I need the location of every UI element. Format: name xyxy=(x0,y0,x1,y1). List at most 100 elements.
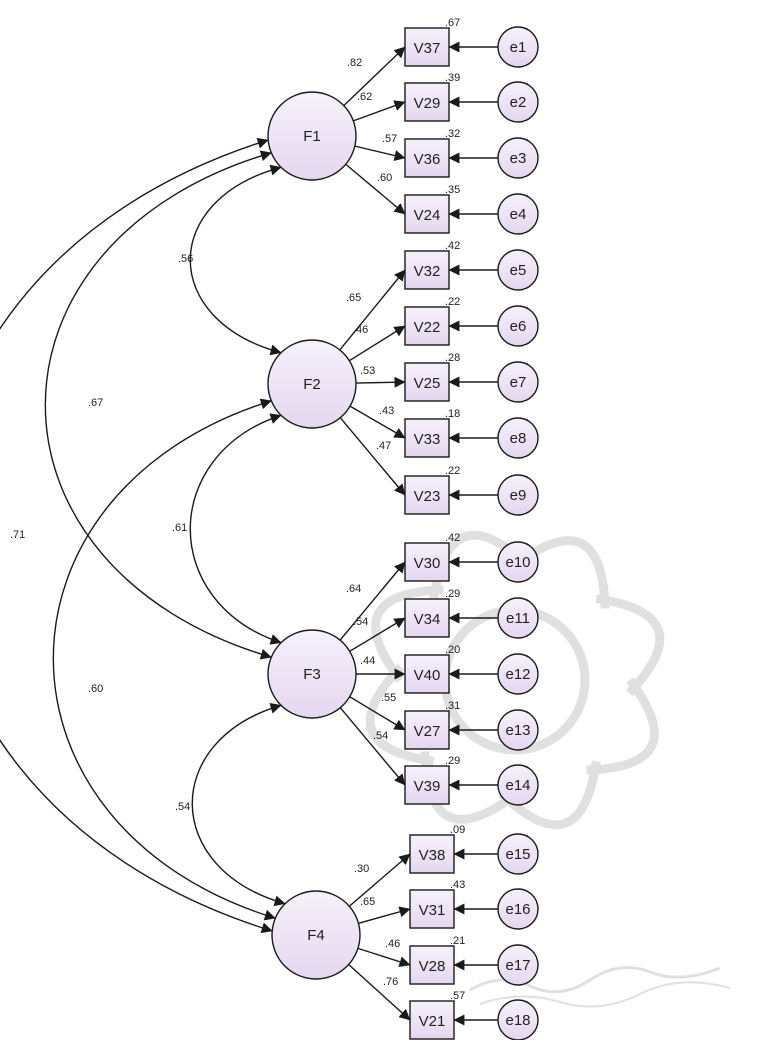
indicator-label: V32 xyxy=(414,263,441,280)
r-squared-value: .22 xyxy=(445,296,460,308)
loading-value: .54 xyxy=(353,616,368,628)
watermark-petal xyxy=(371,585,444,683)
loading-path xyxy=(349,617,406,652)
error-term-circle xyxy=(497,81,539,123)
covariance-value: .60 xyxy=(88,683,103,695)
factor-label: F3 xyxy=(303,666,321,683)
r-squared-value: .29 xyxy=(445,588,460,600)
r-squared-value: .09 xyxy=(450,824,465,836)
error-term-circle xyxy=(497,361,539,403)
indicator-label: V38 xyxy=(419,847,446,864)
indicator-box xyxy=(404,138,450,178)
loading-path xyxy=(357,947,411,968)
loading-value: .65 xyxy=(346,292,361,304)
indicator-label: V22 xyxy=(414,319,441,336)
error-term-circle xyxy=(497,541,539,583)
r-squared-value: .39 xyxy=(445,72,460,84)
loading-value: .44 xyxy=(360,655,375,667)
loading-value: .76 xyxy=(383,976,398,988)
indicator-label: V33 xyxy=(414,431,441,448)
indicator-label: V25 xyxy=(414,375,441,392)
loading-value: .57 xyxy=(382,133,397,145)
factor-label: F1 xyxy=(303,128,321,145)
factor-label: F4 xyxy=(307,927,325,944)
loading-path xyxy=(343,46,406,107)
covariance-value: .71 xyxy=(10,529,25,541)
indicator-box xyxy=(404,362,450,402)
r-squared-value: .32 xyxy=(445,128,460,140)
indicator-box xyxy=(404,306,450,346)
watermark-petal xyxy=(586,677,659,775)
error-term-label: e16 xyxy=(505,901,530,918)
r-squared-value: .35 xyxy=(445,184,460,196)
covariance-layer: .56.61.54.67.60.71 xyxy=(0,137,286,934)
error-term-label: e18 xyxy=(505,1012,530,1029)
error-term-label: e10 xyxy=(505,554,530,571)
indicator-label: V37 xyxy=(414,40,441,57)
indicator-box xyxy=(404,194,450,234)
r-squared-value: .22 xyxy=(445,465,460,477)
latent-factor-f2 xyxy=(267,339,357,429)
error-term-circle xyxy=(497,249,539,291)
watermark-script-stroke xyxy=(479,981,731,1008)
error-term-circle xyxy=(497,26,539,68)
indicator-label: V34 xyxy=(414,611,441,628)
indicator-box xyxy=(404,542,450,582)
loading-path xyxy=(339,561,406,641)
loading-value: .30 xyxy=(354,863,369,875)
loading-value: .46 xyxy=(353,324,368,336)
loading-path xyxy=(355,376,406,388)
covariance-value: .56 xyxy=(178,253,193,265)
error-term-label: e17 xyxy=(505,957,530,974)
loading-value: .46 xyxy=(385,938,400,950)
error-term-label: e15 xyxy=(505,846,530,863)
indicator-label: V36 xyxy=(414,151,441,168)
loading-path xyxy=(348,325,406,362)
watermark-petal xyxy=(498,760,601,830)
error-term-label: e1 xyxy=(510,39,527,56)
error-term-label: e5 xyxy=(510,262,527,279)
error-term-label: e7 xyxy=(510,374,527,391)
error-term-label: e11 xyxy=(506,610,530,627)
covariance-arc-f1-f2 xyxy=(189,164,282,356)
indicator-box xyxy=(409,945,455,985)
indicator-box xyxy=(404,765,450,805)
loading-path-layer: .82.62.57.60.65.46.53.43.47.64.54.44.55.… xyxy=(339,41,498,1026)
indicator-box xyxy=(404,82,450,122)
loading-value: .60 xyxy=(377,172,392,184)
indicator-label: V23 xyxy=(414,488,441,505)
r-squared-value: .29 xyxy=(445,755,460,767)
loading-path xyxy=(354,145,406,161)
r-squared-value: .20 xyxy=(445,644,460,656)
loading-path xyxy=(339,269,406,351)
indicator-label: V24 xyxy=(414,207,441,224)
indicator-label: V21 xyxy=(419,1013,446,1030)
loading-value: .64 xyxy=(346,583,361,595)
covariance-value: .67 xyxy=(88,397,103,409)
covariance-arc-f2-f3 xyxy=(189,413,282,645)
error-term-label: e3 xyxy=(510,150,527,167)
loading-path xyxy=(349,696,406,731)
latent-factor-f4 xyxy=(271,890,361,980)
indicator-label: V31 xyxy=(419,902,446,919)
r-squared-value: .42 xyxy=(445,240,460,252)
indicator-box xyxy=(404,250,450,290)
covariance-arc-f1-f3 xyxy=(44,150,272,660)
loading-path xyxy=(339,707,406,786)
covariance-arc-f1-f4 xyxy=(0,137,273,934)
loading-value: .55 xyxy=(381,692,396,704)
error-term-circle xyxy=(497,764,539,806)
loading-value: .65 xyxy=(360,896,375,908)
r-squared-value: .67 xyxy=(445,17,460,29)
factor-label: F2 xyxy=(303,376,321,393)
r-squared-value: .31 xyxy=(445,700,460,712)
error-term-circle xyxy=(497,417,539,459)
covariance-arc-f3-f4 xyxy=(191,702,286,907)
loading-value: .53 xyxy=(360,365,375,377)
covariance-value: .61 xyxy=(172,522,187,534)
loading-path xyxy=(353,100,406,122)
indicator-label: V30 xyxy=(414,555,441,572)
indicator-label: V27 xyxy=(414,723,441,740)
loading-value: .47 xyxy=(376,440,391,452)
